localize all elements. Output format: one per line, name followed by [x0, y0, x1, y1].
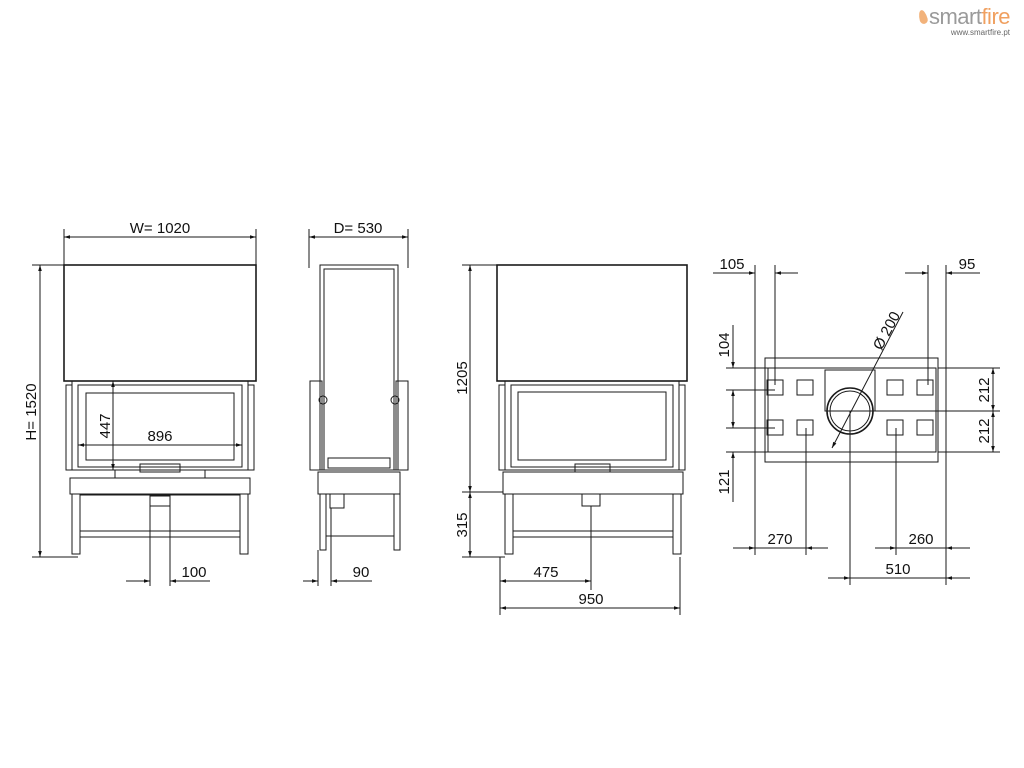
- side-duct-offset-label: 90: [353, 564, 370, 581]
- row-spacing-label-2: 212: [976, 418, 993, 443]
- lower-height-label: 315: [454, 512, 471, 537]
- logo-url: www.smartfire.pt: [950, 28, 1010, 37]
- rear-view: 1205 315 475 950: [454, 264, 688, 615]
- width-label: W= 1020: [130, 220, 190, 237]
- left-offset-label: 105: [719, 256, 744, 273]
- total-width-label: 950: [578, 591, 603, 608]
- bottom-offset-label: 121: [716, 469, 733, 494]
- duct-offset-label: 100: [181, 564, 206, 581]
- flue-offset-label: 510: [885, 561, 910, 578]
- rear-duct-offset-label: 475: [533, 564, 558, 581]
- height-label: H= 1520: [23, 383, 40, 440]
- depth-label: D= 530: [334, 220, 383, 237]
- logo-text-fire: fire: [981, 4, 1010, 29]
- flue-diameter-label: Ø 200: [870, 309, 904, 353]
- row-spacing-label-1: 212: [976, 377, 993, 402]
- logo-text-smart: smart: [928, 4, 982, 29]
- glass-height-label: 447: [97, 413, 114, 438]
- side-view: D= 530 90: [303, 220, 409, 586]
- left-spacing-label: 270: [767, 531, 792, 548]
- top-view: 105 95 104 121 212 212 270 260 510 Ø 200: [713, 256, 1000, 585]
- upper-height-label: 1205: [454, 361, 471, 394]
- right-offset-label: 95: [959, 256, 976, 273]
- top-offset-label: 104: [716, 332, 733, 357]
- glass-width-label: 896: [147, 428, 172, 445]
- mounting-holes: [766, 379, 934, 436]
- front-view: W= 1020 H= 1520 447 896 100: [23, 220, 257, 586]
- smartfire-logo: smartfire www.smartfire.pt: [917, 4, 1010, 37]
- right-spacing-label: 260: [908, 531, 933, 548]
